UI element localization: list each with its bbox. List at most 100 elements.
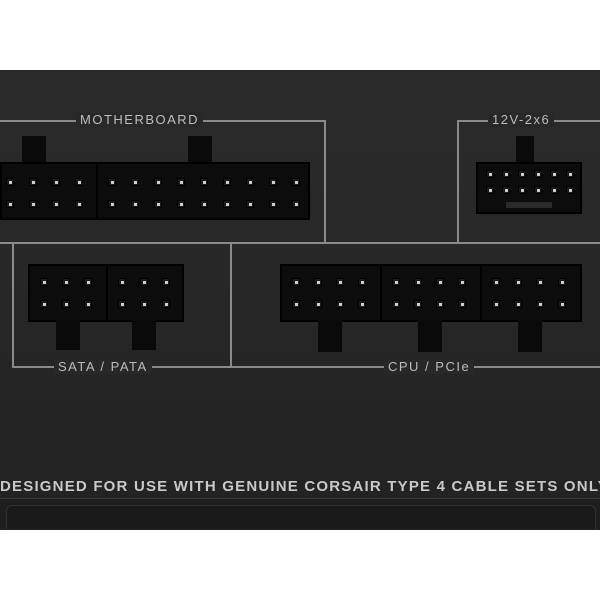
sata-port-1 xyxy=(28,264,108,322)
pin xyxy=(314,278,322,286)
pin xyxy=(558,278,566,286)
pin xyxy=(534,170,542,178)
pin xyxy=(392,278,400,286)
pin xyxy=(6,178,14,186)
pin xyxy=(492,300,500,308)
pin xyxy=(162,278,170,286)
pin xyxy=(358,300,366,308)
pin xyxy=(200,200,208,208)
sata-outline-right xyxy=(230,242,232,368)
cpu12v-outline-left xyxy=(457,120,459,242)
cpu12v-sense-strip xyxy=(506,202,552,208)
pin xyxy=(292,300,300,308)
pin xyxy=(118,300,126,308)
pin xyxy=(269,178,277,186)
pin xyxy=(246,200,254,208)
sata-pata-label: SATA / PATA xyxy=(54,360,152,374)
pin xyxy=(108,200,116,208)
pin xyxy=(536,278,544,286)
pin xyxy=(40,278,48,286)
pin xyxy=(162,300,170,308)
pin xyxy=(108,178,116,186)
pin xyxy=(140,300,148,308)
cable-notice: DESIGNED FOR USE WITH GENUINE CORSAIR TY… xyxy=(0,478,600,495)
bottom-notch xyxy=(6,505,596,529)
pin xyxy=(436,278,444,286)
motherboard-latch-left xyxy=(22,136,46,164)
pin xyxy=(140,278,148,286)
cpu-pcie-port-3 xyxy=(480,264,582,322)
pin xyxy=(246,178,254,186)
pin xyxy=(492,278,500,286)
pin xyxy=(75,200,83,208)
pin xyxy=(6,200,14,208)
pin xyxy=(414,300,422,308)
pin xyxy=(392,300,400,308)
pin xyxy=(118,278,126,286)
sata-latch-2 xyxy=(132,320,156,350)
pin xyxy=(177,200,185,208)
pin xyxy=(518,186,526,194)
pin xyxy=(566,170,574,178)
pin xyxy=(52,178,60,186)
sata-latch-1 xyxy=(56,320,80,350)
pin xyxy=(200,178,208,186)
pin xyxy=(536,300,544,308)
pin xyxy=(550,170,558,178)
pin xyxy=(29,200,37,208)
pin xyxy=(486,186,494,194)
pin xyxy=(486,170,494,178)
pin xyxy=(458,300,466,308)
middle-divider xyxy=(0,242,600,244)
pin xyxy=(131,200,139,208)
cpu12v-label: 12V-2x6 xyxy=(488,113,555,127)
motherboard-port-a xyxy=(0,162,98,220)
pin xyxy=(75,178,83,186)
pin xyxy=(336,300,344,308)
pin xyxy=(177,178,185,186)
pin xyxy=(62,278,70,286)
pin xyxy=(502,186,510,194)
pin xyxy=(84,300,92,308)
pin xyxy=(223,178,231,186)
pin xyxy=(131,178,139,186)
motherboard-outline-right xyxy=(324,120,326,242)
pin xyxy=(84,278,92,286)
pin xyxy=(62,300,70,308)
pin xyxy=(514,278,522,286)
pin xyxy=(292,178,300,186)
pin xyxy=(52,200,60,208)
sata-outline-left xyxy=(12,242,14,368)
pin xyxy=(269,200,277,208)
pin xyxy=(223,200,231,208)
pin xyxy=(550,186,558,194)
pin xyxy=(40,300,48,308)
sata-port-2 xyxy=(106,264,184,322)
cpu-pcie-label: CPU / PCIe xyxy=(384,360,475,374)
pin xyxy=(336,278,344,286)
cpu-pcie-port-1 xyxy=(280,264,382,322)
cpu12v-latch xyxy=(516,136,534,164)
pin xyxy=(436,300,444,308)
motherboard-port-b xyxy=(96,162,310,220)
pin xyxy=(514,300,522,308)
pin xyxy=(292,278,300,286)
pin xyxy=(566,186,574,194)
pin xyxy=(518,170,526,178)
motherboard-latch-right xyxy=(188,136,212,164)
pin xyxy=(534,186,542,194)
pin xyxy=(502,170,510,178)
cpu-pcie-latch-1 xyxy=(318,320,342,352)
cpu-pcie-port-2 xyxy=(380,264,482,322)
pin xyxy=(29,178,37,186)
pin xyxy=(154,178,162,186)
cpu-pcie-latch-3 xyxy=(518,320,542,352)
cpu-pcie-latch-2 xyxy=(418,320,442,352)
pin xyxy=(414,278,422,286)
pin xyxy=(154,200,162,208)
pin xyxy=(292,200,300,208)
cpu12v-port xyxy=(476,162,582,214)
pin xyxy=(358,278,366,286)
pin xyxy=(314,300,322,308)
pin xyxy=(458,278,466,286)
